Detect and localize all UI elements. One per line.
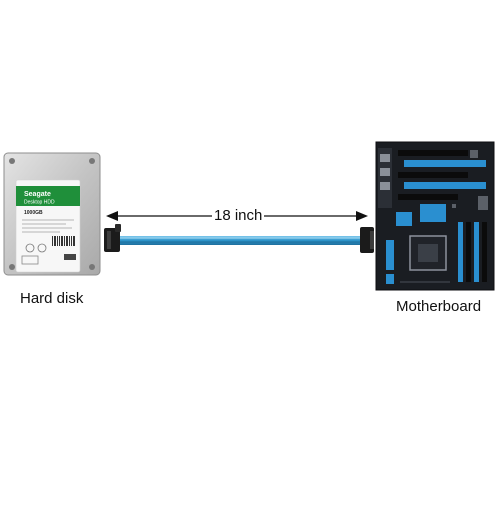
expansion-slots: [398, 150, 486, 200]
hard-disk-icon: Seagate Desktop HDD 1000GB: [3, 152, 101, 276]
drive-brand-band: [16, 186, 80, 206]
motherboard-icon: [375, 141, 495, 291]
right-connector-icon: [360, 227, 374, 253]
drive-capacity: 1000GB: [24, 210, 43, 216]
cable-length-label: 18 inch: [212, 207, 265, 225]
drive-barcode: [52, 236, 75, 246]
motherboard-caption: Motherboard: [396, 298, 482, 315]
drive-model: Desktop HDD: [24, 200, 55, 206]
cpu-socket: [409, 235, 447, 271]
sata-cable: [104, 224, 374, 253]
memory-slots: [458, 222, 487, 282]
left-connector-icon: [104, 224, 121, 252]
drive-brand: Seagate: [24, 191, 51, 198]
drive-label-fineprint: [22, 219, 74, 233]
hard-disk-caption: Hard disk: [20, 290, 84, 307]
